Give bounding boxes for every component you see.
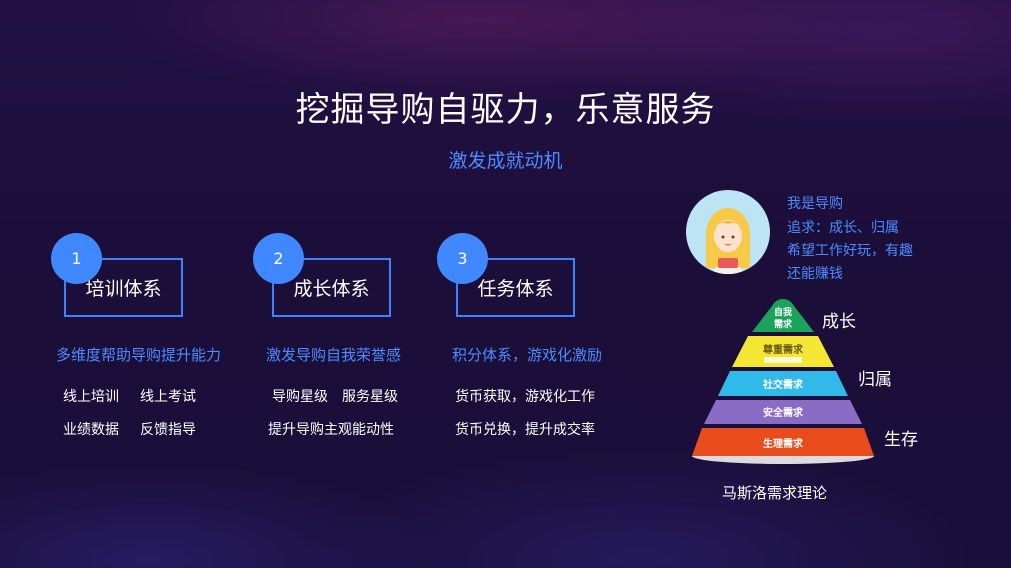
persona-line: 还能赚钱 [787,266,843,282]
system-name: 培训体系 [85,278,162,300]
pyramid-level-self [752,299,814,332]
pyramid-text-self-2: 需求 [774,318,793,330]
detail-item: 服务星级 [342,389,398,405]
pyramid-text-social: 社交需求 [762,378,804,391]
persona-line: 我是导购 [787,196,843,212]
detail-item: 导购星级 [272,389,328,405]
pyramid-level-physiological [692,428,874,456]
girl-avatar-icon [706,208,750,274]
detail-item: 业绩数据 [63,422,119,438]
avatar [686,190,770,274]
system-name: 任务体系 [477,278,554,300]
detail-item: 提升导购主观能动性 [268,422,394,438]
number-badge: 1 [51,233,102,284]
pyramid-label-survival: 生存 [884,430,918,450]
pyramid-label-belonging: 归属 [858,370,892,390]
detail-item: 货币兑换，提升成交率 [455,422,595,438]
system-highlight: 积分体系，游戏化激励 [452,346,603,364]
detail-item: 反馈指导 [140,422,196,438]
persona-line: 希望工作好玩，有趣 [787,243,913,259]
detail-item: 线上考试 [140,389,196,405]
pyramid-text-self-1: 自我 [774,306,792,318]
system-name: 成长体系 [293,278,370,300]
persona-line: 追求：成长、归属 [787,220,899,236]
system-box-growth: 成长体系 [272,258,391,317]
pyramid-text-safety: 安全需求 [763,406,804,419]
pyramid-level-safety [704,400,862,424]
pyramid-level-esteem [732,336,834,367]
system-box-training: 培训体系 [64,258,183,317]
detail-item: 线上培训 [63,389,119,405]
system-box-task: 任务体系 [456,258,575,317]
pyramid-level-social [718,371,848,396]
number-badge: 2 [253,233,304,284]
pyramid-text-esteem: 尊重需求 [763,343,804,356]
pyramid-text-physio: 生理需求 [763,437,804,450]
number-badge: 3 [437,233,488,284]
system-highlight: 激发导购自我荣誉感 [266,346,402,364]
pyramid-label-growth: 成长 [822,312,856,332]
page-title: 挖掘导购自驱力，乐意服务 [295,90,716,130]
page-subtitle: 激发成就动机 [448,150,563,172]
maslow-pyramid: 自我 需求 尊重需求 社交需求 安全需求 生理需求 [692,299,874,464]
detail-item: 货币获取，游戏化工作 [455,389,595,405]
system-highlight: 多维度帮助导购提升能力 [56,346,222,364]
pyramid-caption: 马斯洛需求理论 [722,484,828,502]
